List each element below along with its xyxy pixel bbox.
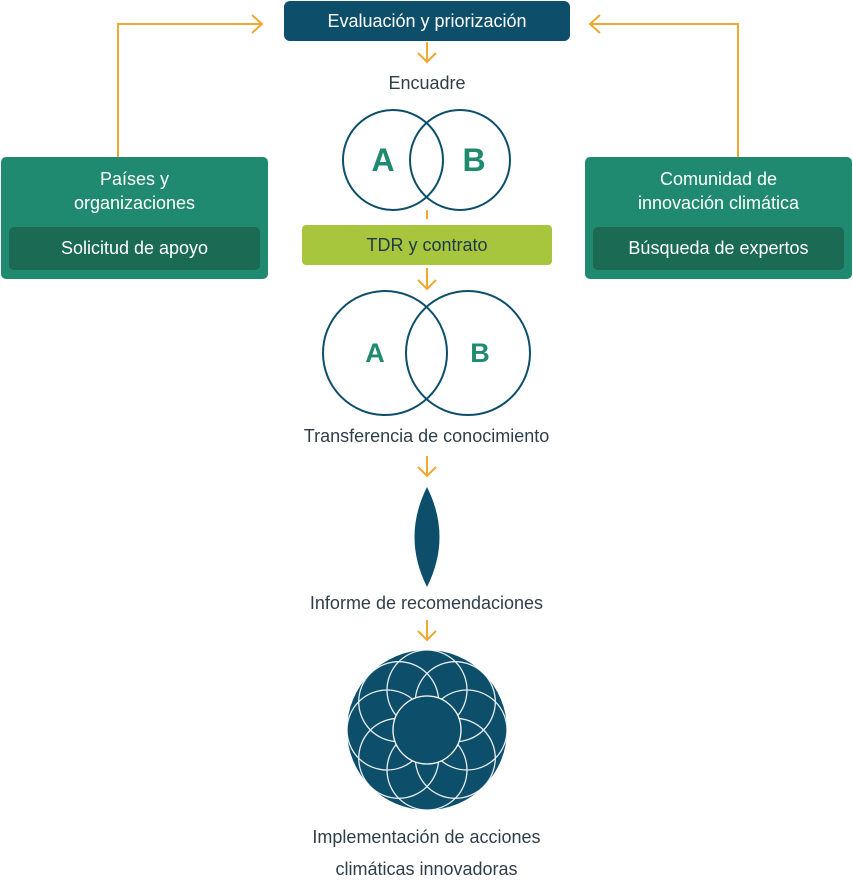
venn-middle-a: A — [365, 338, 385, 368]
implementacion-line2: climáticas innovadoras — [335, 859, 518, 879]
implementacion-line1: Implementación de acciones — [312, 827, 541, 847]
evaluation-box: Evaluación y priorización — [284, 1, 570, 41]
venn-top-a: A — [371, 142, 394, 178]
community-title-line1: Comunidad de — [659, 169, 778, 189]
community-box: Comunidad de innovación climática Búsque… — [585, 157, 852, 279]
community-title: Comunidad de innovación climática — [585, 167, 852, 215]
countries-title-line1: Países y — [99, 169, 170, 189]
venn-top — [342, 109, 511, 211]
countries-title: Países y organizaciones — [1, 167, 268, 215]
lens-shape — [414, 487, 440, 587]
tdr-box: TDR y contrato — [302, 225, 552, 265]
venn-middle-b: B — [470, 338, 490, 368]
transferencia-label: Transferencia de conocimiento — [303, 426, 550, 446]
support-request-box: Solicitud de apoyo — [9, 227, 260, 270]
countries-box: Países y organizaciones Solicitud de apo… — [1, 157, 268, 279]
arrow-down-4 — [417, 620, 437, 642]
informe-label: Informe de recomendaciones — [309, 593, 544, 613]
venn-top-b: B — [462, 142, 485, 178]
right-connector-line — [590, 23, 739, 157]
expert-search-box: Búsqueda de expertos — [593, 227, 844, 270]
left-connector-line — [117, 23, 262, 157]
implementacion-label: Implementación de acciones climáticas in… — [226, 821, 627, 885]
right-connector-arrowhead — [588, 14, 601, 34]
countries-title-line2: organizaciones — [73, 193, 196, 213]
mandala-icon — [346, 649, 508, 811]
community-title-line2: innovación climática — [637, 193, 800, 213]
encuadre-label: Encuadre — [388, 73, 466, 93]
left-connector-arrowhead — [251, 14, 264, 34]
venn-middle — [322, 290, 531, 416]
arrow-down-1 — [417, 42, 437, 64]
arrow-down-2 — [417, 268, 437, 291]
arrow-down-3 — [417, 456, 437, 478]
